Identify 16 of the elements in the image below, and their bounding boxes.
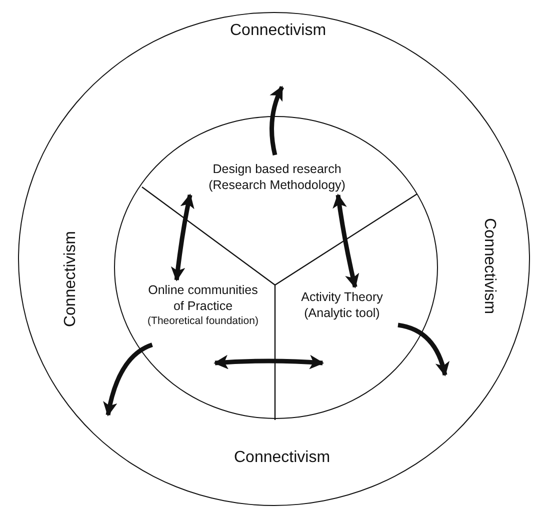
inner-circle [114, 116, 438, 419]
ring-label: Connectivism [480, 218, 498, 314]
sector-label: Design based research (Research Methodology) [208, 160, 346, 194]
outer-circle [18, 12, 530, 506]
ring-label: Connectivism [230, 22, 326, 40]
sector-label: Online communities of Practice [147, 282, 259, 314]
arrow [214, 354, 324, 370]
arrow [103, 342, 154, 416]
sector-label: Activity Theory (Analytic tool) [300, 289, 384, 322]
ring-label: Connectivism [234, 449, 330, 467]
arrow [332, 194, 360, 288]
ring-label: Connectivism [62, 230, 80, 328]
arrow [398, 322, 450, 376]
arrow [270, 86, 284, 156]
sector-label: (Theoretical foundation) [148, 314, 258, 328]
arrow [170, 194, 194, 282]
